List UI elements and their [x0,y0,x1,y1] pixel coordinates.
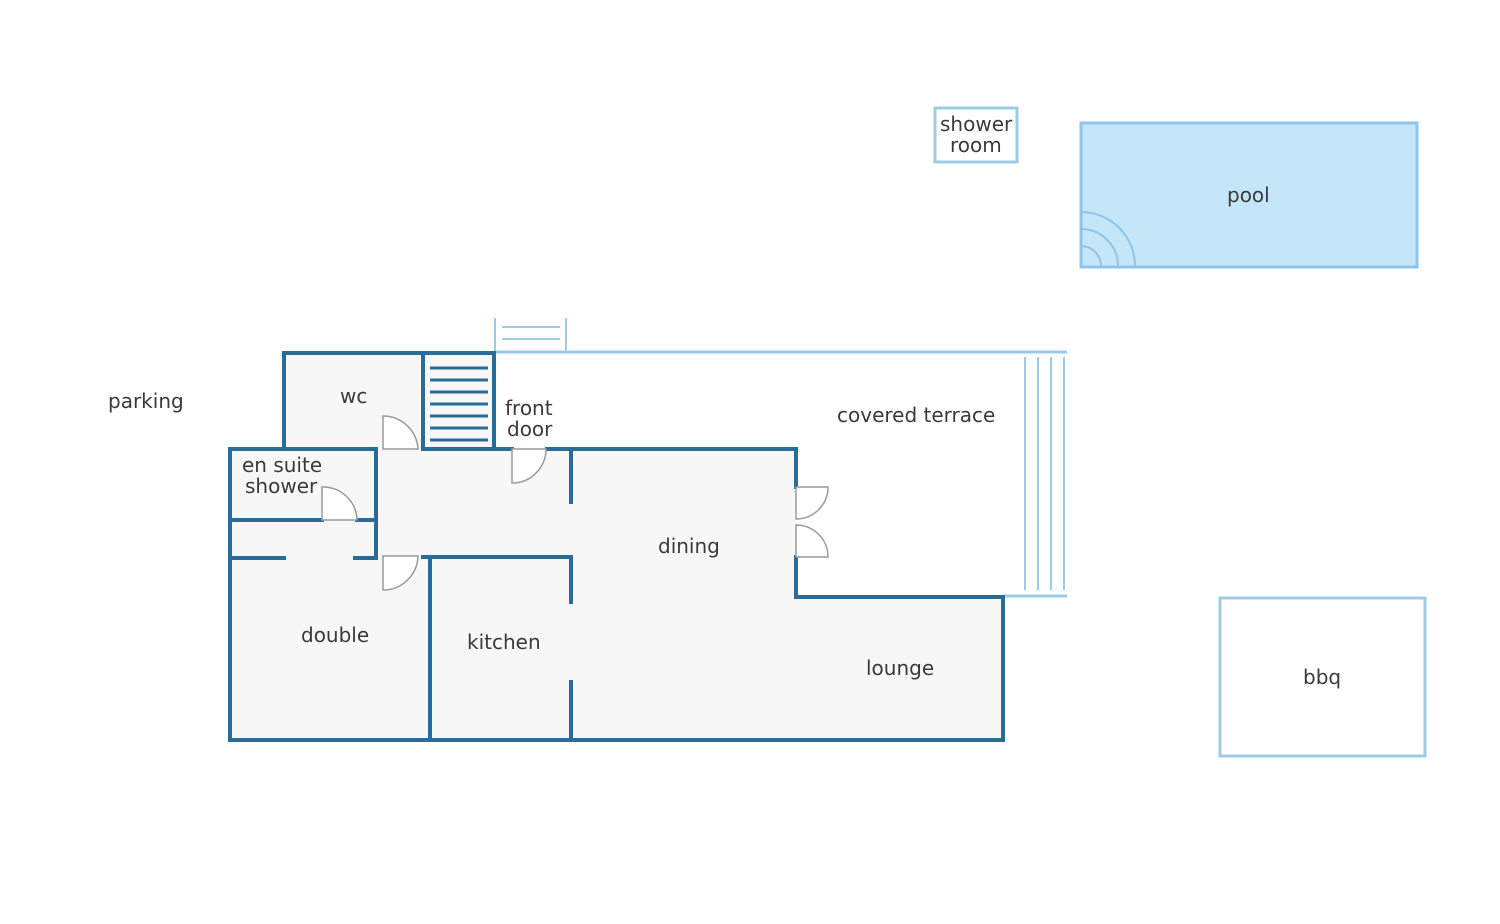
bbq-label: bbq [1303,665,1341,689]
dining-label: dining [658,534,720,558]
parking-label: parking [108,389,184,413]
en-suite-label-line1: en suite [242,453,322,477]
shower-room-label-line1: shower [940,112,1013,136]
front-door [511,448,547,484]
en-suite-door [321,486,358,521]
double-label: double [301,623,369,647]
lounge-label: lounge [866,656,934,680]
kitchen-label: kitchen [467,630,541,654]
staircase [430,366,488,442]
front-door-label-line1: front [505,396,553,420]
walls [228,351,1005,742]
pool-shape [1079,121,1419,269]
pool-steps [1080,211,1136,267]
pool-label: pool [1227,183,1270,207]
bbq-outline [1218,596,1427,758]
terrace-door-lower [795,524,829,558]
shower-room-label-line2: room [950,133,1002,157]
wc-label: wc [340,384,367,408]
en-suite-label-line2: shower [245,474,318,498]
terrace-door-upper [795,486,829,520]
entrance-steps [494,318,567,352]
covered-terrace-label: covered terrace [837,403,995,427]
shower-room-outline [933,106,1019,164]
front-door-label-line2: door [507,417,553,441]
wc-door [382,415,419,450]
double-room-door [382,555,419,591]
terrace-outline [494,350,1067,598]
